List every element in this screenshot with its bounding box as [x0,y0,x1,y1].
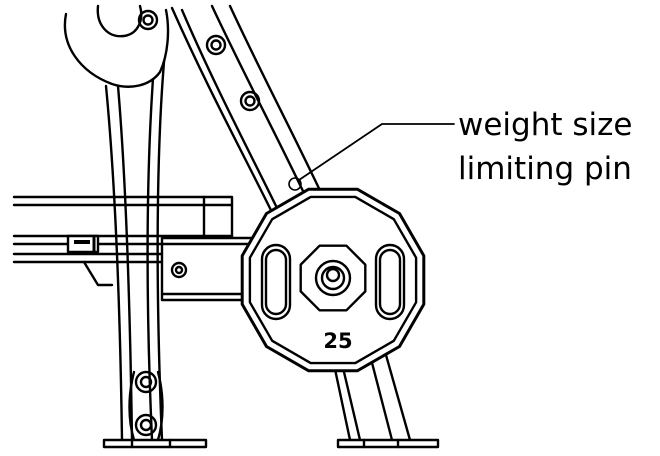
plate-grip-hole-right [374,243,406,321]
frame-bolt [239,90,261,112]
limiting-pin[interactable] [288,123,455,191]
plate-weight-label: 25 [323,329,352,353]
plate-grip-hole-left [260,243,292,321]
crossbar [12,195,234,287]
callout-leader-line [298,123,455,181]
post-bolt [134,370,158,394]
horn-bolt [170,261,188,279]
weight-size-limiting-pin-icon[interactable] [288,177,302,191]
callout-label-line-1: weight size [458,107,633,143]
weight-plate[interactable]: 25 [240,187,426,373]
post-bolt [134,413,158,437]
callout-label-line-2: limiting pin [458,151,632,187]
plate-center-hole [314,259,352,297]
frame-bolt [205,34,227,56]
post-bolt [137,9,159,31]
front-post [63,4,208,449]
